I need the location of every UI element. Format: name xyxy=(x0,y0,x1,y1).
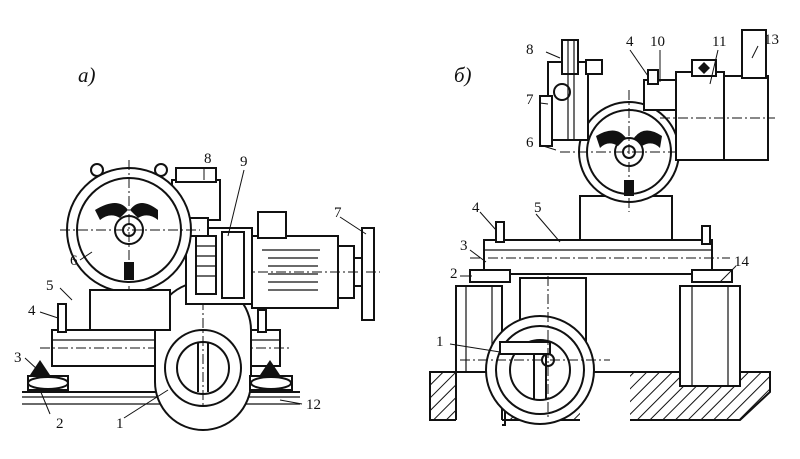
view-a-left-support xyxy=(27,360,69,391)
view-a-wheel xyxy=(154,281,252,431)
view-b-drive-wheel xyxy=(560,90,700,241)
view-a-motor xyxy=(240,211,380,321)
view-b-label-7: 7 xyxy=(526,92,534,108)
view-b-label-6: 6 xyxy=(526,135,534,151)
view-b: б) 8 4 10 11 13 7 6 4 5 3 2 1 14 xyxy=(429,29,779,428)
view-b-label-4: 4 xyxy=(626,34,634,50)
view-b-label-3: 3 xyxy=(460,238,468,254)
view-b-label-14: 14 xyxy=(734,254,750,270)
view-a-right-support xyxy=(249,360,293,391)
view-b-leaders xyxy=(449,45,759,353)
view-b-label-13: 13 xyxy=(764,32,779,48)
view-a-label-12: 12 xyxy=(306,397,321,413)
view-a-label-1: 1 xyxy=(116,416,124,432)
view-a-drive-wheel xyxy=(60,160,200,331)
view-a-label-4: 4 xyxy=(28,303,36,319)
view-a-leaders xyxy=(24,168,367,419)
view-a-label-9: 9 xyxy=(240,154,248,170)
view-b-right-column-14 xyxy=(679,285,741,387)
view-a-label-7: 7 xyxy=(334,205,342,221)
view-a-label-2: 2 xyxy=(56,416,64,432)
view-a: а) 8 9 7 6 5 4 3 2 1 12 xyxy=(14,63,380,432)
view-b-label-1: 1 xyxy=(436,334,444,350)
view-a-label-6: 6 xyxy=(70,253,78,269)
view-a-label-8: 8 xyxy=(204,151,212,167)
view-b-label-2: 2 xyxy=(450,266,458,282)
view-a-caption: а) xyxy=(78,63,96,87)
view-b-motor xyxy=(660,29,775,161)
view-b-label-8: 8 xyxy=(526,42,534,58)
view-a-label-3: 3 xyxy=(14,350,22,366)
view-b-brake xyxy=(539,39,603,147)
view-a-label-5: 5 xyxy=(46,278,54,294)
view-b-label-11: 11 xyxy=(712,34,726,50)
view-b-label-10: 10 xyxy=(650,34,665,50)
view-b-label-5: 5 xyxy=(534,200,542,216)
view-b-coupling xyxy=(643,69,677,111)
view-b-caption: б) xyxy=(454,63,472,87)
view-b-label-4-lower: 4 xyxy=(472,200,480,216)
view-b-base-frame xyxy=(469,221,733,283)
view-a-coupling xyxy=(185,227,253,305)
view-b-wheel xyxy=(460,276,610,425)
